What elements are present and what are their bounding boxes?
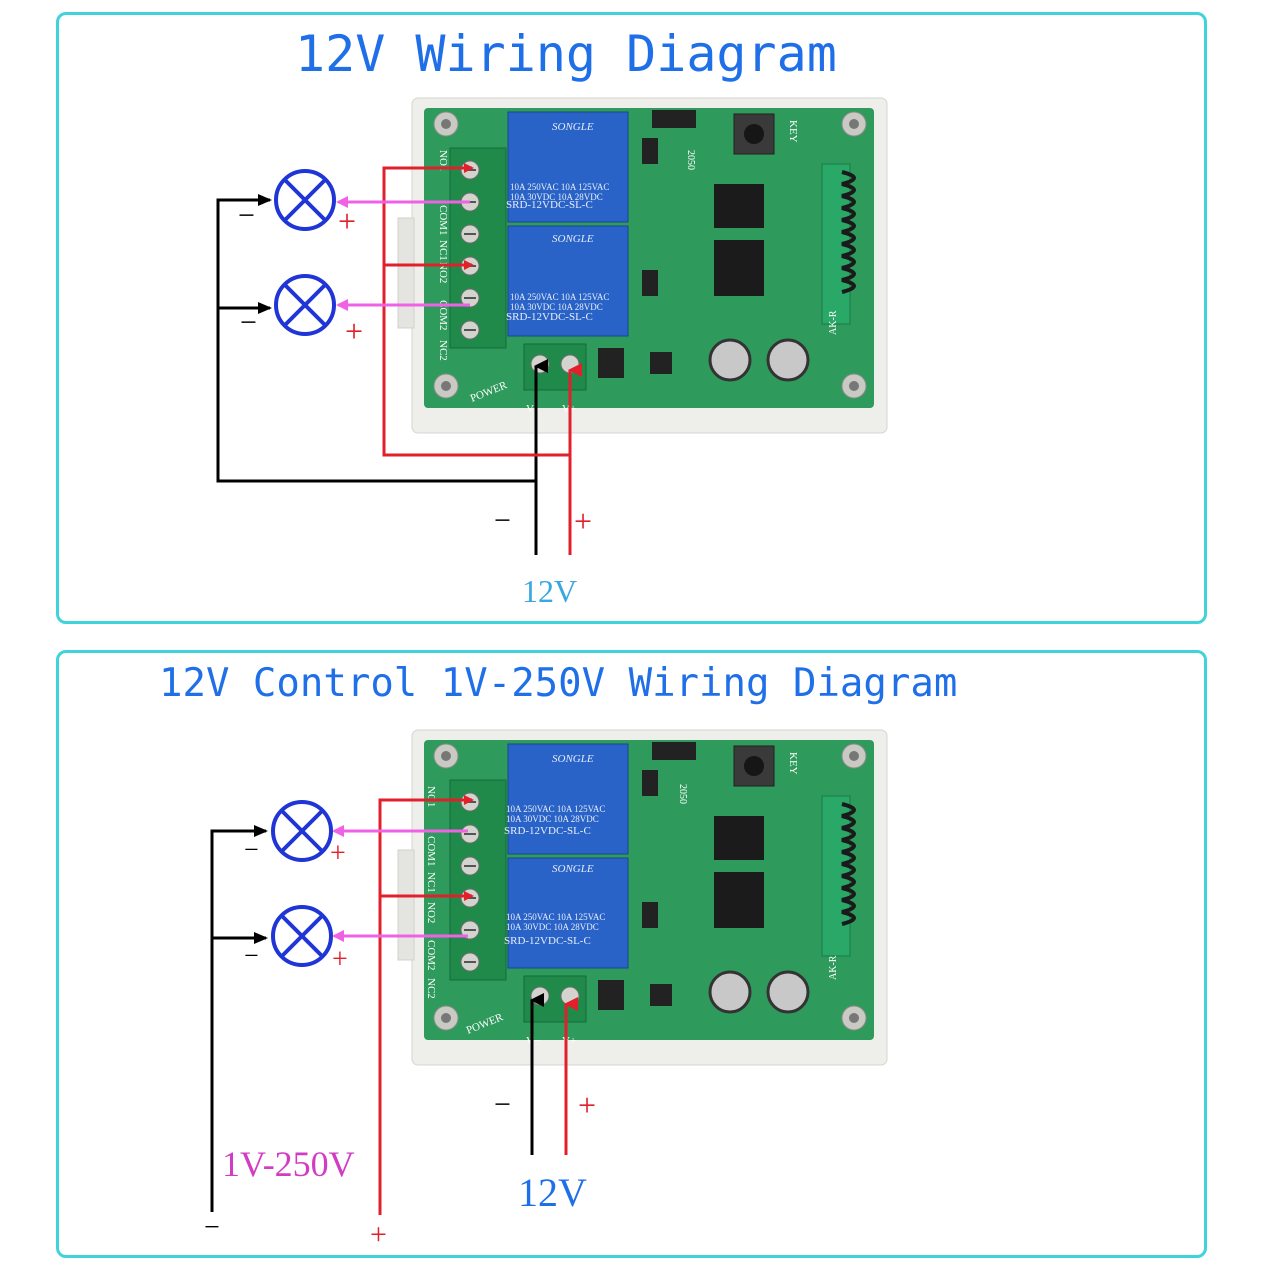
panel-title: 12V Wiring Diagram [295, 25, 837, 83]
relay-rating-label: 10A 250VAC 10A 125VAC [506, 804, 605, 814]
load-voltage-label: 1V-250V [222, 1144, 355, 1184]
relay-brand-label: SONGLE [552, 863, 594, 875]
terminal-label: NC1 [425, 872, 437, 893]
terminal-label: NO2 [425, 902, 437, 923]
relay-rating-label: 10A 250VAC 10A 125VAC [510, 182, 609, 192]
relay-model-label: SRD-12VDC-SL-C [506, 199, 593, 211]
supply-voltage-label: 12V [522, 573, 577, 609]
v-plus-label: V+ [562, 1035, 576, 1047]
relay-rating-label: 10A 250VAC 10A 125VAC [506, 912, 605, 922]
relay-brand-label: SONGLE [552, 121, 594, 133]
minus-sign: − [204, 1212, 220, 1243]
relay-rating-label: 10A 250VAC 10A 125VAC [510, 292, 609, 302]
module-label: AK-R [828, 955, 839, 980]
minus-sign: − [244, 941, 259, 970]
plus-sign: + [370, 1218, 387, 1251]
plus-sign: + [345, 313, 363, 349]
minus-sign: − [238, 199, 255, 232]
relay-brand-label: SONGLE [552, 753, 594, 765]
minus-sign: − [244, 835, 259, 864]
terminal-label: COM1 [437, 205, 449, 236]
terminal-label: NC1 [437, 240, 449, 261]
plus-sign: + [338, 203, 356, 239]
minus-sign: − [494, 1088, 511, 1121]
relay-model-label: SRD-12VDC-SL-C [504, 935, 591, 947]
terminal-label: NC2 [425, 978, 437, 999]
terminal-label: COM2 [437, 300, 449, 331]
plus-sign: + [578, 1087, 596, 1123]
chip-label: 2050 [685, 150, 696, 170]
terminal-label: NO1 [437, 150, 449, 171]
lamp-icon [274, 169, 336, 231]
relay-brand-label: SONGLE [552, 233, 594, 245]
supply-voltage-label: 12V [518, 1170, 587, 1215]
plus-sign: + [332, 944, 348, 975]
minus-sign: − [240, 306, 257, 339]
chip-label: 2050 [677, 784, 688, 804]
terminal-label: NC2 [437, 340, 449, 361]
relay-rating-label: 10A 30VDC 10A 28VDC [506, 922, 599, 932]
positive-wire [378, 795, 474, 1215]
terminal-label: COM2 [425, 940, 437, 971]
positive-wire [382, 163, 570, 457]
terminal-label: NO2 [437, 262, 449, 283]
lamp-icon [271, 905, 333, 967]
key-label: KEY [787, 752, 799, 775]
plus-sign: + [574, 503, 592, 539]
module-label: AK-R [828, 310, 839, 335]
terminal-label: NO1 [425, 786, 437, 807]
plus-sign: + [330, 838, 346, 869]
key-label: KEY [787, 120, 799, 143]
v-minus-label: V− [526, 403, 540, 415]
terminal-label: COM1 [425, 836, 437, 867]
lamp-icon [274, 274, 336, 336]
relay-rating-label: 10A 30VDC 10A 28VDC [510, 192, 603, 202]
panel-title: 12V Control 1V-250V Wiring Diagram [159, 661, 958, 706]
lamp-icon [271, 800, 333, 862]
relay-model-label: SRD-12VDC-SL-C [504, 825, 591, 837]
negative-wire [210, 825, 268, 1212]
relay-rating-label: 10A 30VDC 10A 28VDC [510, 302, 603, 312]
relay-model-label: SRD-12VDC-SL-C [506, 311, 593, 323]
minus-sign: − [494, 504, 511, 537]
relay-rating-label: 10A 30VDC 10A 28VDC [506, 814, 599, 824]
